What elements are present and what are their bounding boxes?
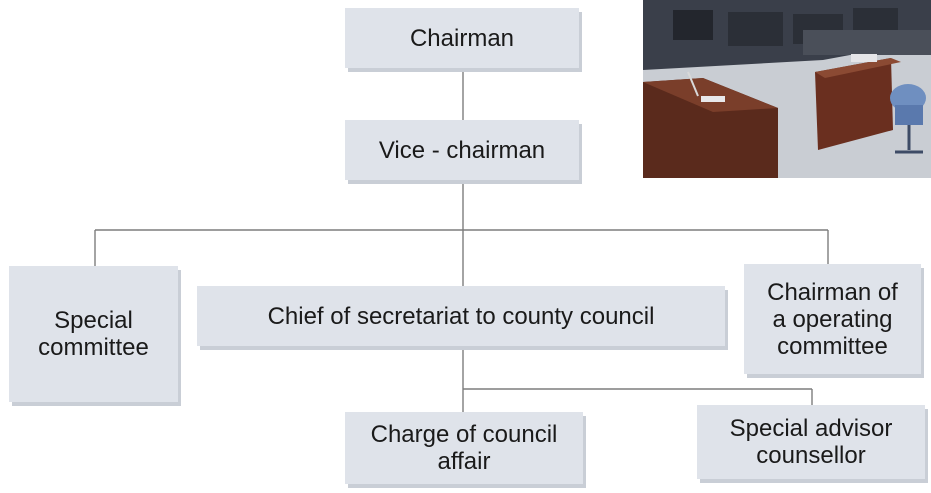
chief-secretariat-box: Chief of secretariat to county council — [197, 286, 725, 346]
special-advisor-label: Special advisor counsellor — [729, 415, 893, 469]
council-affair-label: Charge of council affair — [370, 421, 558, 475]
council-chamber-illustration — [643, 0, 931, 178]
special-advisor-box: Special advisor counsellor — [697, 405, 925, 479]
special-committee-box: Special committee — [9, 266, 178, 402]
chairman-box: Chairman — [345, 8, 579, 68]
chairman-operating-committee-box: Chairman of a operating committee — [744, 264, 921, 374]
vice-chairman-label: Vice - chairman — [378, 136, 546, 164]
chief-secretariat-label: Chief of secretariat to county council — [267, 302, 655, 330]
special-committee-label: Special committee — [38, 307, 149, 361]
council-chamber-photo — [643, 0, 931, 178]
vice-chairman-box: Vice - chairman — [345, 120, 579, 180]
council-affair-box: Charge of council affair — [345, 412, 583, 484]
chairman-operating-committee-label: Chairman of a operating committee — [767, 278, 898, 360]
chairman-label: Chairman — [409, 24, 515, 52]
